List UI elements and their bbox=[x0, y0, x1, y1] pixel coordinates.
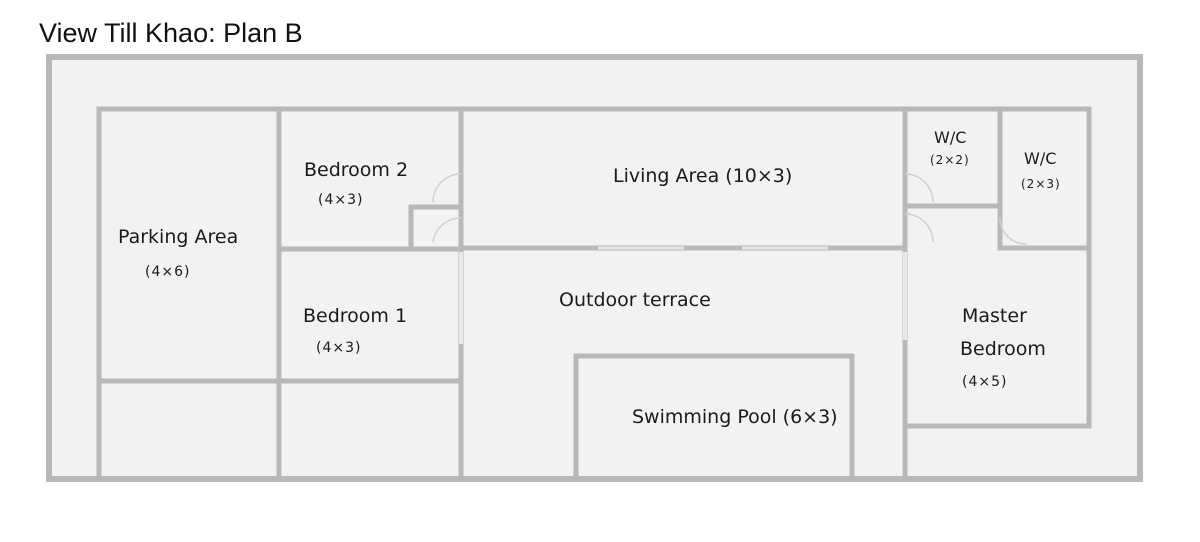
door-swings bbox=[432, 173, 1027, 344]
page-title: View Till Khao: Plan B bbox=[39, 18, 303, 48]
door-swing-wc1 bbox=[904, 173, 934, 203]
door-swing-living-left bbox=[432, 217, 462, 243]
wc-2-label: W/C bbox=[1024, 149, 1056, 168]
parking-area-size: (4×6) bbox=[145, 264, 190, 280]
swimming-pool-label: Swimming Pool (6×3) bbox=[632, 406, 838, 428]
bedroom-2-size: (4×3) bbox=[318, 192, 363, 208]
wc-1-label: W/C bbox=[934, 128, 966, 147]
swimming-pool-wall bbox=[573, 353, 855, 482]
master-bedroom-size: (4×5) bbox=[962, 374, 1007, 390]
living-area-label: Living Area (10×3) bbox=[613, 165, 792, 187]
bedroom-2-label: Bedroom 2 bbox=[304, 159, 408, 181]
bedroom-1-label: Bedroom 1 bbox=[303, 305, 407, 327]
outdoor-terrace-label: Outdoor terrace bbox=[559, 289, 711, 311]
door-swing-bedroom2 bbox=[432, 173, 462, 203]
parking-area-label: Parking Area bbox=[118, 226, 238, 248]
bedroom-1-size: (4×3) bbox=[316, 340, 361, 356]
door-swing-wc2 bbox=[999, 217, 1027, 245]
wc-2-size: (2×3) bbox=[1021, 177, 1061, 191]
door-swing-master bbox=[904, 213, 934, 243]
outer-wall bbox=[46, 54, 1143, 482]
master-bedroom-label-line1: Master bbox=[962, 305, 1027, 327]
master-bedroom-label-line2: Bedroom bbox=[960, 338, 1046, 360]
wc-1-size: (2×2) bbox=[930, 153, 970, 167]
